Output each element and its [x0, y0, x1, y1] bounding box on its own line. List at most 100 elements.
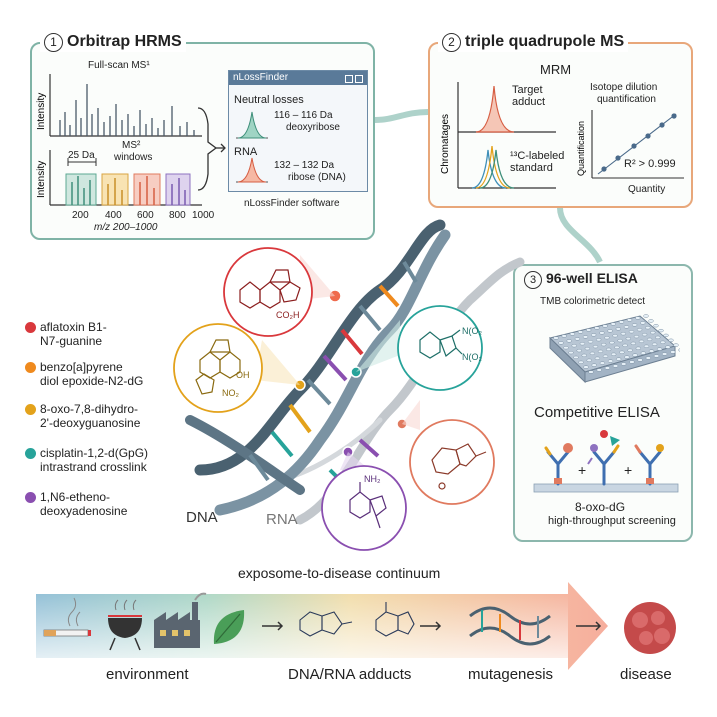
- plate-well: [623, 325, 630, 329]
- plate-well: [620, 332, 626, 336]
- isotope-label-2: quantification: [597, 94, 656, 105]
- plate-well: [579, 342, 586, 346]
- plate-well: [566, 339, 572, 343]
- peak2-mass: 132 – 132 Da: [274, 160, 335, 171]
- calibration-curve: Quantification: [576, 110, 684, 179]
- plate-well: [563, 346, 569, 350]
- plate-well: [597, 349, 604, 354]
- plate-well: [619, 350, 625, 354]
- plate-well: [631, 323, 638, 327]
- plate-well: [655, 335, 661, 340]
- full-scan-peaks: [59, 84, 195, 136]
- window-close-icon[interactable]: [355, 75, 363, 83]
- plate-well: [651, 342, 658, 346]
- plate-well: [663, 333, 669, 338]
- plate-well: [583, 365, 589, 369]
- no2-label: NO₂: [222, 388, 240, 398]
- plate-well: [630, 341, 636, 346]
- plate-well: [612, 364, 619, 368]
- nh2-label: NH₂: [364, 474, 381, 484]
- legend-item-8-oxo: 8-oxo-7,8-dihydro-2'-deoxyguanosine: [25, 402, 140, 430]
- plate-well: [561, 334, 567, 338]
- plate-well: [643, 344, 650, 348]
- plate-well: [587, 340, 594, 344]
- screening-label: high-throughput screening: [548, 515, 676, 527]
- peak1-sugar: deoxyribose: [286, 122, 340, 133]
- ms2-label: MS²: [122, 140, 141, 151]
- molecule-aflatoxin-circle: [223, 247, 313, 337]
- panel-triple-quadrupole: [428, 42, 693, 208]
- rna-label-window: RNA: [234, 146, 258, 158]
- plate-well: [596, 338, 602, 342]
- legend-dot-red: [25, 322, 36, 333]
- plate-well: [571, 344, 577, 348]
- tmb-label: TMB colorimetric detect: [540, 296, 646, 307]
- plate-well: [640, 321, 646, 325]
- plate-well: [646, 337, 653, 342]
- plate-well: [577, 330, 584, 334]
- adduct-label: adduct: [512, 96, 546, 108]
- mutagenesis-label: mutagenesis: [468, 666, 554, 683]
- adducts-label: DNA/RNA adducts: [288, 666, 412, 683]
- tick-800: 800: [169, 210, 186, 220]
- co2h-label: CO₂H: [276, 310, 300, 320]
- plate-well: [643, 314, 649, 318]
- intensity-axis-label-top: Intensity: [36, 93, 47, 130]
- plate-well: [610, 322, 616, 326]
- plate-well: [604, 336, 610, 340]
- well-plate: [549, 314, 680, 384]
- standard-label: standard: [510, 162, 553, 174]
- plate-well: [673, 343, 679, 347]
- plate-well: [670, 350, 676, 354]
- competitive-elisa-label: Competitive ELISA: [534, 404, 660, 421]
- neutral-losses-label: Neutral losses: [234, 94, 304, 106]
- plate-well: [617, 338, 623, 343]
- cigarette-icon: [43, 597, 91, 637]
- legend-item-etheno: 1,N6-etheno-deoxyadenosine: [25, 490, 127, 518]
- plate-well: [637, 358, 643, 362]
- legend-dot-teal: [25, 448, 36, 459]
- plate-well: [665, 345, 671, 349]
- plate-well: [635, 346, 641, 350]
- plate-well: [601, 342, 607, 347]
- dna-backbone-2: [214, 229, 451, 516]
- peak2-sugar: ribose (DNA): [288, 172, 346, 183]
- diseased-cell-icon: [624, 602, 676, 654]
- window-width-label: 25 Da: [68, 150, 95, 161]
- environment-label: environment: [106, 666, 189, 683]
- plate-well: [668, 338, 674, 342]
- plate-well: [592, 344, 599, 349]
- plate-well: [650, 330, 656, 335]
- flow-arrows: [262, 621, 602, 631]
- nlossfinder-software-label: nLossFinder software: [244, 198, 340, 209]
- plate-well: [576, 348, 582, 353]
- plate-well: [621, 362, 627, 366]
- window-minimize-icon[interactable]: [345, 75, 353, 83]
- plate-well: [624, 355, 630, 359]
- plate-well: [586, 328, 592, 332]
- no2b-label: N(O₂: [462, 352, 482, 362]
- plate-well: [586, 358, 592, 362]
- plate-well: [594, 326, 600, 330]
- mrm-label: MRM: [540, 62, 572, 77]
- plate-well: [656, 347, 663, 351]
- bracket-arrow: [197, 107, 226, 191]
- plate-well: [635, 316, 641, 320]
- plate-well: [589, 351, 596, 356]
- dna-backbone-1: [194, 219, 446, 476]
- plate-well: [581, 353, 587, 358]
- plate-well: [616, 357, 622, 361]
- plate-well: [653, 324, 659, 328]
- peak1-mass: 116 – 116 Da: [274, 110, 333, 121]
- plate-well: [568, 350, 574, 355]
- labeled-label: ¹³C-labeled: [510, 150, 565, 162]
- mrm-chromatograms: Chromatages: [440, 82, 556, 189]
- plate-well: [607, 329, 613, 333]
- tick-400: 400: [105, 210, 122, 220]
- quantification-axis-label: Quantification: [576, 121, 586, 176]
- nloss-peaks: [236, 111, 268, 183]
- plate-well: [653, 354, 660, 358]
- plate-well: [618, 320, 625, 324]
